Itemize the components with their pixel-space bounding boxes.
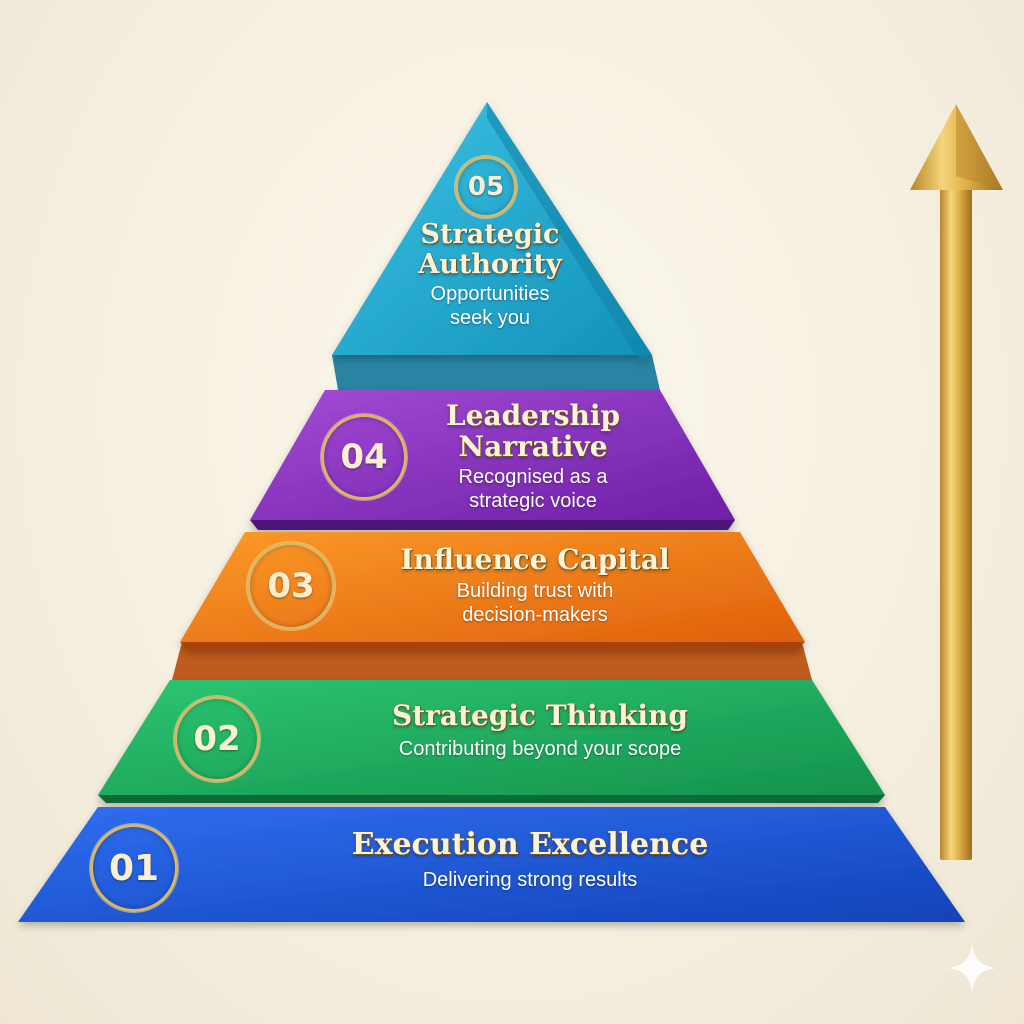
tier-04-number: 04 — [340, 437, 388, 477]
tier-01-shape — [18, 807, 965, 922]
tier-05-number: 05 — [467, 172, 505, 202]
tier-03-shape — [180, 532, 805, 650]
tier-05-badge: 05 — [455, 156, 517, 218]
ribbon-3-2 — [172, 642, 812, 680]
tier-04-badge: 04 — [321, 414, 407, 500]
tier-02-shape — [98, 680, 885, 803]
tier-05-shape — [332, 102, 652, 362]
tier-02-badge: 02 — [174, 696, 260, 782]
tier-03-number: 03 — [267, 566, 315, 606]
sparkle-icon — [948, 944, 996, 992]
tier-02-number: 02 — [193, 719, 241, 759]
tier-01-number: 01 — [108, 847, 160, 889]
ribbon-5-4 — [332, 355, 660, 390]
tier-01-badge: 01 — [90, 824, 178, 912]
growth-arrow-icon — [910, 104, 1003, 860]
tier-03-badge: 03 — [247, 542, 335, 630]
